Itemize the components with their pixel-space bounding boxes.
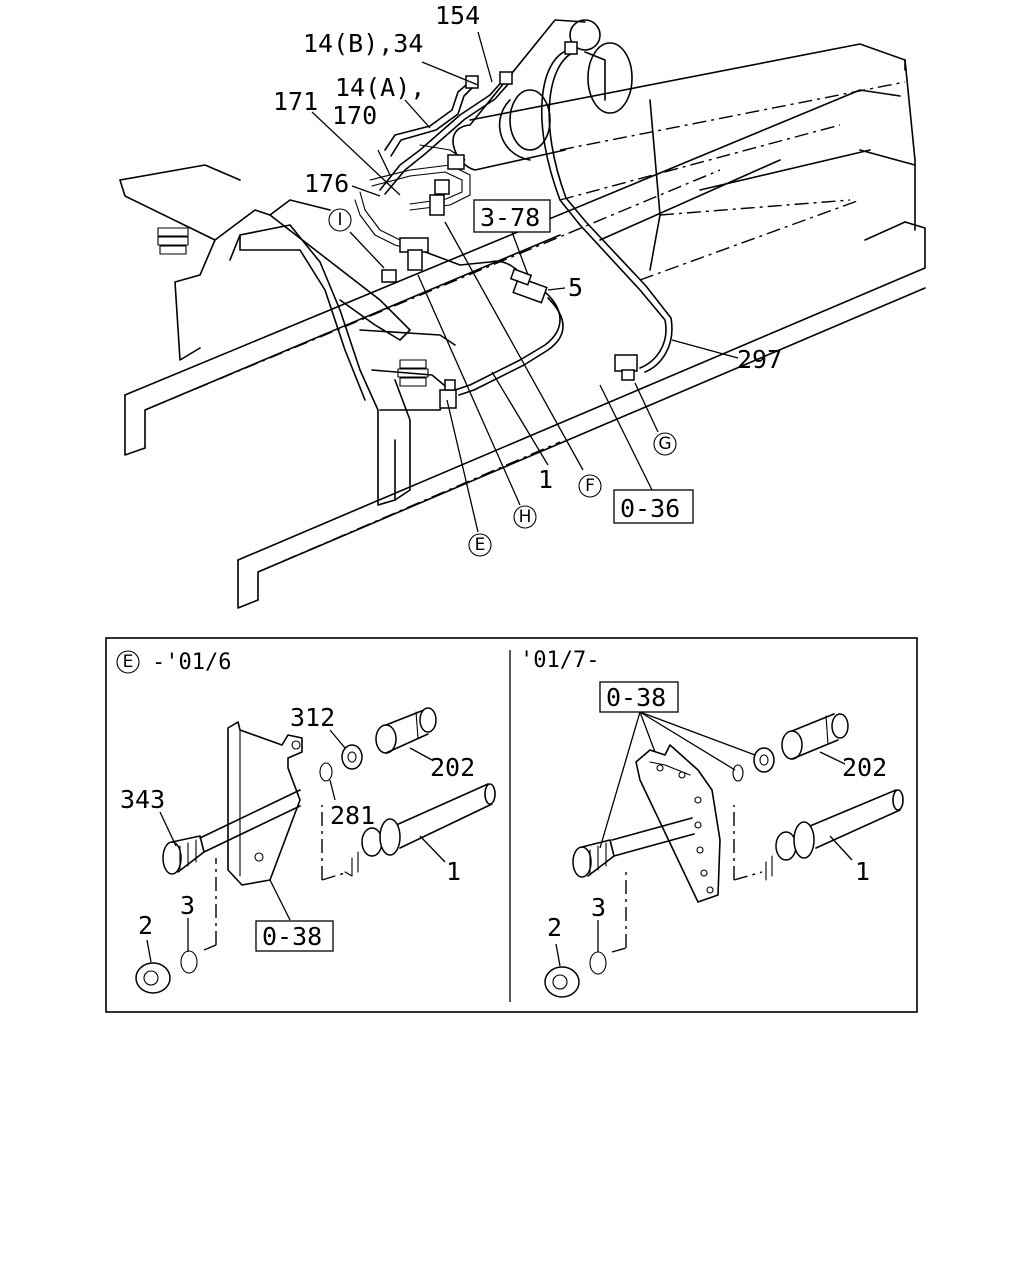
main-labels: 154 14(B),34 14(A), 171 170 176 5 297 1 … <box>273 1 782 557</box>
range-label-left: -'01/6 <box>152 650 231 675</box>
svg-text:G: G <box>658 434 671 454</box>
svg-text:H: H <box>519 507 532 527</box>
brake-pipes <box>354 49 673 396</box>
detail-left: E -'01/6 <box>116 650 496 994</box>
ref-box-3-78: 3-78 <box>473 199 551 233</box>
callout-E-detail: E <box>116 650 140 674</box>
label-171: 171 <box>273 87 318 116</box>
callout-H: H <box>513 505 537 529</box>
ref-box-0-38-left-text: 0-38 <box>262 922 322 951</box>
detail-right: '01/7- 0-38 <box>520 648 904 998</box>
label-3-left: 3 <box>180 891 195 920</box>
leader-lines <box>311 31 739 533</box>
range-label-right: '01/7- <box>520 648 599 673</box>
label-154: 154 <box>435 1 480 30</box>
callout-I: I <box>328 208 352 232</box>
label-3-right: 3 <box>591 893 606 922</box>
label-1-left: 1 <box>446 857 461 886</box>
label-202-right: 202 <box>842 753 887 782</box>
label-14b-34: 14(B),34 <box>303 29 423 58</box>
label-281: 281 <box>330 801 375 830</box>
callout-E: E <box>468 533 492 557</box>
ref-box-0-36: 0-36 <box>613 489 694 524</box>
callout-F: F <box>578 474 602 498</box>
label-1-right: 1 <box>855 857 870 886</box>
svg-text:I: I <box>337 210 342 230</box>
label-343: 343 <box>120 785 165 814</box>
label-1: 1 <box>538 465 553 494</box>
chassis-frame <box>119 43 926 609</box>
label-170: 170 <box>332 101 377 130</box>
label-2-right: 2 <box>547 913 562 942</box>
detail-panel: E -'01/6 <box>105 637 918 1013</box>
svg-text:E: E <box>123 652 134 672</box>
label-2-left: 2 <box>138 911 153 940</box>
label-176: 176 <box>304 169 349 198</box>
ref-box-0-38-right: 0-38 <box>599 681 679 713</box>
ref-box-0-36-text: 0-36 <box>620 494 680 523</box>
label-312: 312 <box>290 703 335 732</box>
callout-G: G <box>653 432 677 456</box>
valves-fittings <box>381 41 638 409</box>
label-297: 297 <box>737 345 782 374</box>
svg-text:F: F <box>585 476 595 496</box>
ref-box-3-78-text: 3-78 <box>480 203 540 232</box>
ref-box-0-38-left: 0-38 <box>255 920 334 952</box>
label-202-left: 202 <box>430 753 475 782</box>
label-14a: 14(A), <box>335 73 425 102</box>
svg-text:E: E <box>475 535 486 555</box>
label-5: 5 <box>568 273 583 302</box>
ref-box-0-38-right-text: 0-38 <box>606 683 666 712</box>
